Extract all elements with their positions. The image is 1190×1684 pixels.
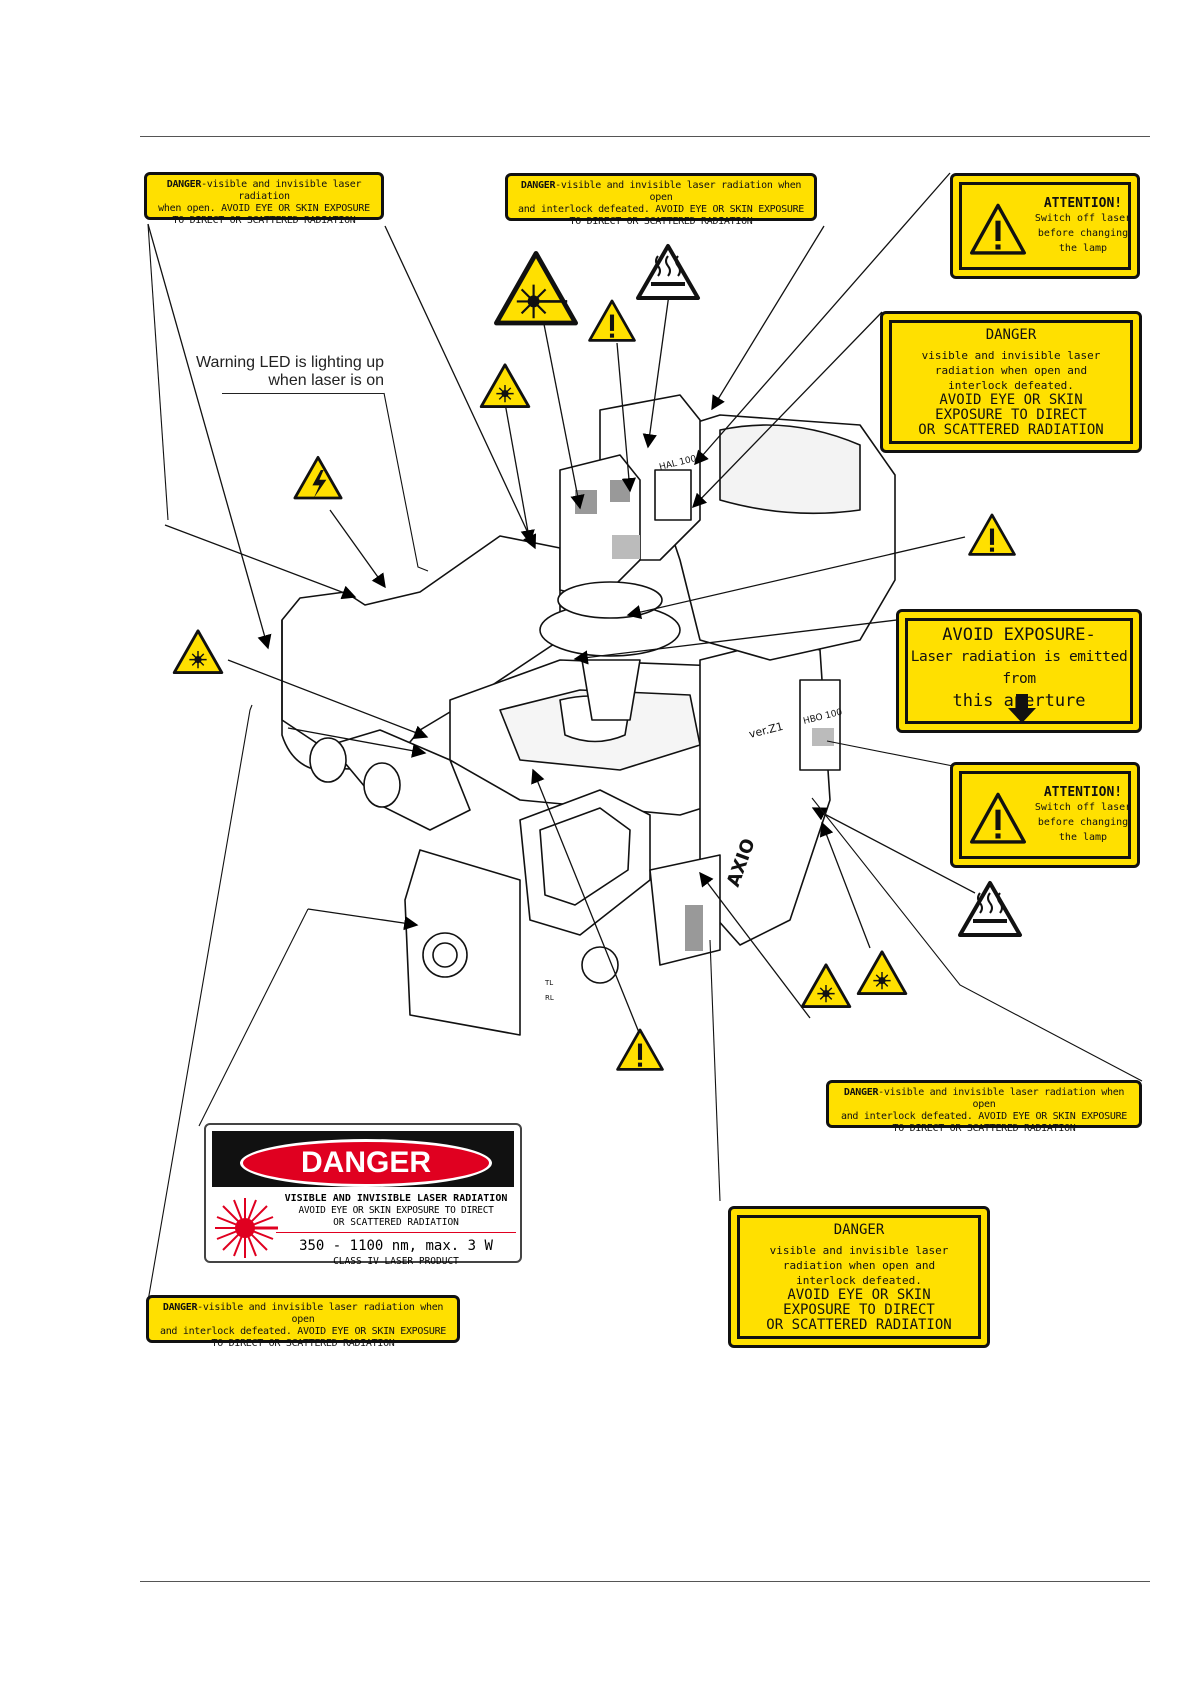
- hot-surface-icon: [636, 244, 700, 300]
- general-warning-icon: [970, 792, 1026, 844]
- leader-lines: [147, 172, 976, 1036]
- attention-label-middle: ATTENTION! Switch off laser before chang…: [950, 762, 1140, 868]
- laser-hazard-icon: [479, 363, 531, 409]
- laser-starburst-icon: [215, 1198, 278, 1258]
- general-warning-icon: [588, 299, 636, 342]
- strip-label-top-left: DANGER-visible and invisible laser radia…: [144, 172, 384, 226]
- danger-plate-header: DANGER: [240, 1139, 492, 1187]
- laser-hazard-icon: [496, 253, 575, 323]
- plain-lines: [147, 223, 1143, 1302]
- danger-label-bottom: DANGER visible and invisible laser radia…: [728, 1206, 990, 1348]
- strip-label-top-center: DANGER-visible and invisible laser radia…: [505, 173, 817, 227]
- led-note-line1: Warning LED is lighting up: [196, 354, 384, 371]
- laser-hazard-icon: [856, 950, 908, 996]
- laser-hazard-icon: [172, 629, 224, 675]
- danger-title: DANGER: [833, 1222, 885, 1238]
- svg-text:TL: TL: [544, 979, 553, 987]
- attention-label-top: ATTENTION! Switch off laser before chang…: [950, 173, 1140, 279]
- led-note-line2: when laser is on: [268, 372, 384, 389]
- danger-plate-header-band: DANGER: [212, 1131, 514, 1187]
- footer-rule: [140, 1581, 1150, 1582]
- strip-label-right-lower: DANGER-visible and invisible laser radia…: [826, 1080, 1142, 1134]
- danger-label-right: DANGER visible and invisible laser radia…: [880, 311, 1142, 453]
- aperture-label: AVOID EXPOSURE- Laser radiation is emitt…: [896, 609, 1142, 733]
- general-warning-icon: [616, 1028, 664, 1071]
- warning-led-note: Warning LED is lighting up when laser is…: [180, 354, 384, 390]
- general-warning-icon: [968, 513, 1016, 556]
- led-note-underline: [222, 393, 384, 394]
- electrical-hazard-icon: [293, 455, 343, 500]
- attention-title: ATTENTION!: [1043, 196, 1123, 211]
- danger-plate-divider: [276, 1232, 516, 1233]
- microscope-body: [281, 394, 896, 1036]
- svg-text:RL: RL: [545, 994, 554, 1002]
- hot-surface-icon: [958, 881, 1022, 937]
- laser-hazard-icon: [800, 963, 852, 1009]
- danger-title: DANGER: [985, 327, 1037, 343]
- arrow-down-icon: [1008, 694, 1036, 723]
- attention-title: ATTENTION!: [1043, 785, 1123, 800]
- strip-label-bottom-left: DANGER-visible and invisible laser radia…: [146, 1295, 460, 1349]
- danger-class-iv-plate: DANGER VISIBLE AND INVISIBLE LASER RADIA…: [204, 1123, 522, 1267]
- general-warning-icon: [970, 203, 1026, 255]
- header-rule: [140, 136, 1150, 137]
